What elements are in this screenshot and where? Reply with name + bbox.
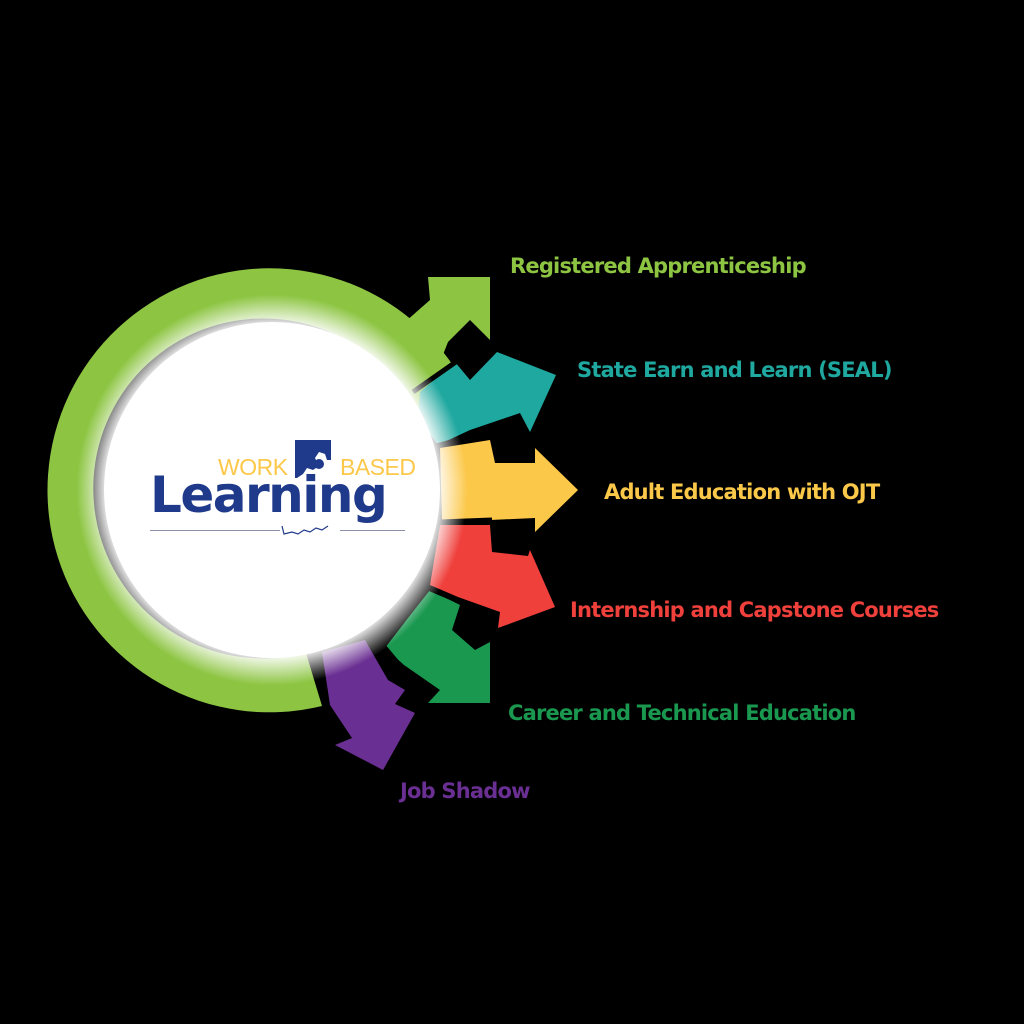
label-seal: State Earn and Learn (SEAL)	[577, 358, 892, 382]
label-career-technical: Career and Technical Education	[508, 701, 856, 725]
logo-based-text: BASED	[340, 454, 416, 480]
work-based-learning-logo: WORK BASED Learning	[140, 430, 420, 550]
indiana-outline-icon	[280, 525, 340, 536]
label-job-shadow: Job Shadow	[400, 779, 531, 803]
logo-work-text: WORK	[218, 454, 288, 480]
label-internship: Internship and Capstone Courses	[570, 598, 939, 622]
label-adult-education: Adult Education with OJT	[604, 480, 880, 504]
center-circle	[104, 322, 440, 658]
label-registered-apprenticeship: Registered Apprenticeship	[510, 254, 807, 278]
logo-learning-text: Learning	[150, 466, 388, 524]
logo-underline	[150, 530, 405, 531]
gear-state-icon	[295, 440, 331, 478]
